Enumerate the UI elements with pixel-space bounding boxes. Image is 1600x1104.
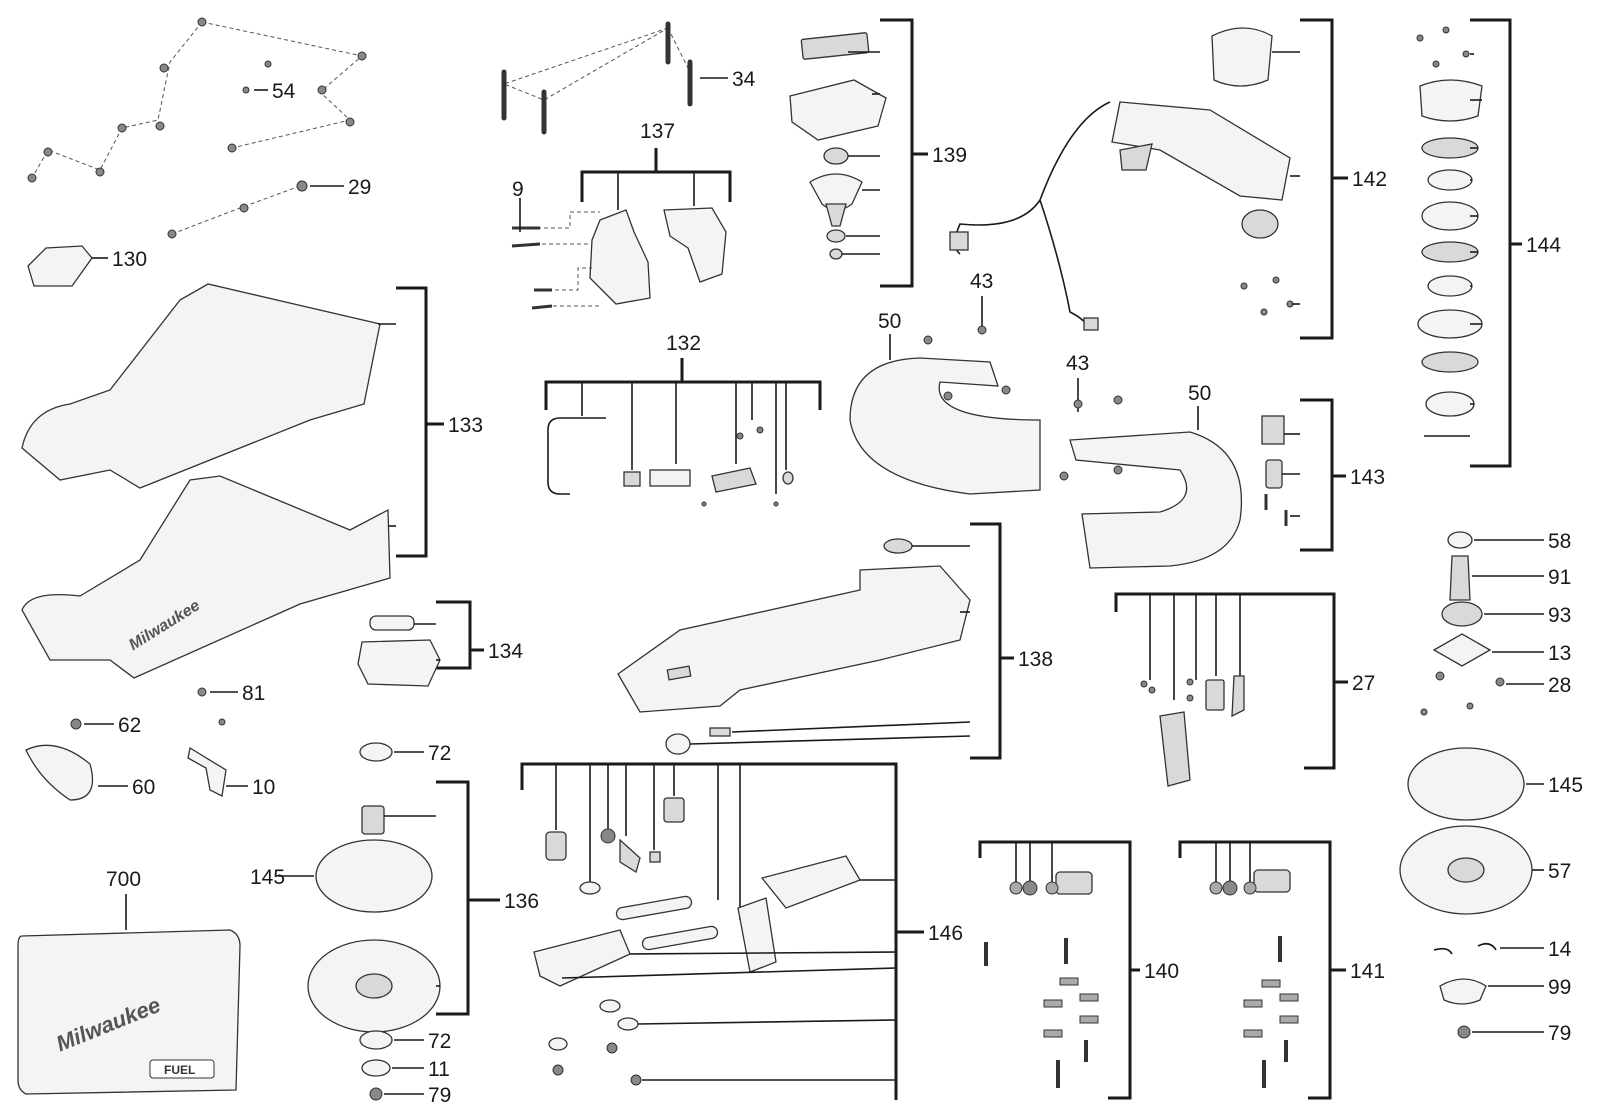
part-number-144: 144 [1526, 234, 1561, 257]
blade-guard-left-part [849, 357, 1041, 495]
part-number-93: 93 [1548, 604, 1571, 627]
gear-stack-part [1417, 79, 1483, 417]
bearing-plate-part [1432, 633, 1492, 667]
washer-60-part [359, 742, 393, 762]
part-number-62: 10 [252, 776, 275, 799]
long-screws-part [501, 21, 693, 135]
part-number-27: 81 [242, 682, 265, 705]
tire-72-right-part [1407, 747, 1525, 821]
part-number-13: 13 [1548, 642, 1571, 665]
part-number-99: 99 [1548, 976, 1571, 999]
part-number-136: 146 [928, 922, 963, 945]
part-number-146: 27 [1352, 672, 1375, 695]
carrying-case-part [17, 929, 241, 1095]
part-number-137: 137 [640, 120, 675, 143]
part-number-139: 139 [932, 144, 967, 167]
switch-harness-part [1111, 101, 1291, 201]
fuel-logo-case: FUEL [164, 1063, 195, 1077]
part-number-60: 72 [428, 742, 451, 765]
hub-cap-part [1439, 978, 1487, 1005]
arm-part [533, 929, 631, 987]
part-number-50-b: 50 [1188, 382, 1211, 405]
part-number-43-b: 43 [1066, 352, 1089, 375]
clamp-half-right-part [663, 207, 727, 283]
part-number-138: 138 [1018, 648, 1053, 671]
part-number-72: 145 [250, 866, 285, 889]
part-number-79: 79 [428, 1084, 451, 1104]
link-part [760, 855, 861, 909]
spindle-part [1449, 555, 1471, 601]
part-number-132: 132 [666, 332, 701, 355]
part-number-50: 50 [878, 310, 901, 333]
motor-cover-part [789, 79, 887, 141]
gear-housing-part [1211, 27, 1273, 87]
adjuster-kit-141-part [1209, 842, 1299, 1088]
part-number-60-b: 72 [428, 1030, 451, 1053]
adjuster-kit-140-part [984, 842, 1099, 1088]
blade-guard-right-part [1069, 431, 1243, 569]
part-number-142: 142 [1352, 168, 1387, 191]
part-number-34: 34 [732, 68, 756, 91]
part-number-145: 136 [504, 890, 539, 913]
clamp-half-left-part [589, 209, 651, 305]
pad-part [1261, 415, 1285, 445]
part-number-14: 14 [1548, 938, 1572, 961]
cam-part [711, 467, 757, 493]
part-number-43: 43 [970, 270, 993, 293]
part-number-140: 140 [1144, 960, 1179, 983]
fuel-badge-part [800, 32, 870, 60]
guide-part [1159, 711, 1191, 787]
spring-136b-part [641, 925, 719, 951]
saw-frame-part [617, 565, 971, 713]
bearing-93-part [1441, 601, 1483, 627]
spring-part [649, 469, 691, 487]
spring-136a-part [615, 895, 693, 921]
housing-half-lower-part [21, 475, 391, 679]
part-number-57: 57 [1548, 860, 1571, 883]
part-number-91: 91 [1548, 566, 1571, 589]
part-number-10: 60 [132, 776, 155, 799]
part-number-79-b: 79 [1548, 1022, 1571, 1045]
part-number-81: 62 [118, 714, 141, 737]
screw-set-group [27, 17, 367, 239]
part-number-141: 141 [1350, 960, 1385, 983]
tire-72-part [315, 839, 433, 913]
part-number-134: 134 [488, 640, 523, 663]
housing-half-upper-part [21, 283, 381, 489]
label-plate-part [27, 245, 93, 287]
part-number-130: 130 [112, 248, 147, 271]
latch-spring-part [369, 615, 415, 631]
part-number-143: 143 [1350, 466, 1385, 489]
part-number-700: 700 [106, 868, 141, 891]
bail-handle-part [547, 417, 606, 495]
part-number-72-b: 145 [1548, 774, 1583, 797]
part-number-133: 133 [448, 414, 483, 437]
latch-part [623, 471, 641, 487]
part-number-9: 9 [512, 178, 524, 201]
part-number-29: 29 [348, 176, 371, 199]
bracket-62-part [187, 746, 227, 797]
part-number-54: 54 [272, 80, 296, 103]
part-number-28: 28 [1548, 674, 1571, 697]
lever-10-part [25, 744, 94, 801]
bearing-part [823, 147, 849, 165]
bushing-part [361, 805, 385, 835]
battery-latch-part [357, 639, 441, 687]
part-number-58: 58 [1548, 530, 1571, 553]
part-number-11: 11 [428, 1058, 450, 1081]
